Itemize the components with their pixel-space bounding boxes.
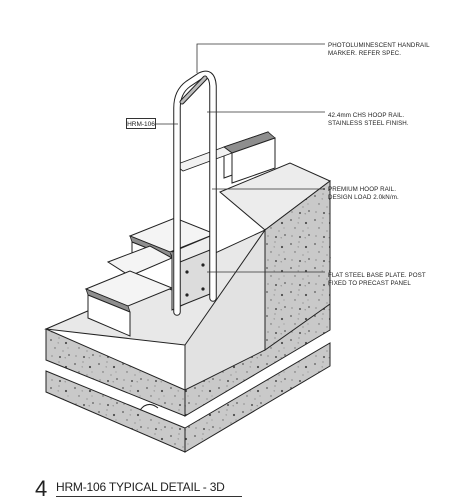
callout-base-plate: FLAT STEEL BASE PLATE. POST FIXED TO PRE… (328, 272, 426, 288)
callout-line: PHOTOLUMINESCENT HANDRAIL (328, 42, 430, 49)
reference-tag: HRM-106 (126, 118, 156, 129)
lower-precast-panel (45, 342, 331, 453)
callout-photoluminescent-marker: PHOTOLUMINESCENT HANDRAIL MARKER. REFER … (328, 42, 430, 58)
callout-line: FIXED TO PRECAST PANEL (328, 280, 411, 287)
callout-line: FLAT STEEL BASE PLATE. POST (328, 272, 426, 279)
top-step (174, 131, 276, 184)
leader-lines (156, 43, 325, 273)
hoop-handrail (173, 70, 217, 316)
callout-line: DESIGN LOAD 2.0kN/m. (328, 194, 399, 201)
detail-number: 4 (35, 476, 48, 501)
callout-line: PREMIUM HOOP RAIL. (328, 186, 397, 193)
callout-line: MARKER. REFER SPEC. (328, 50, 402, 57)
callout-premium-hoop-rail: PREMIUM HOOP RAIL. DESIGN LOAD 2.0kN/m. (328, 186, 399, 202)
callout-chs-hoop-rail: 42.4mm CHS HOOP RAIL. STAINLESS STEEL FI… (328, 112, 409, 128)
callout-line: STAINLESS STEEL FINISH. (328, 120, 409, 127)
detail-title: HRM-106 TYPICAL DETAIL - 3D (56, 480, 225, 494)
title-underline (56, 496, 242, 497)
callout-line: 42.4mm CHS HOOP RAIL. (328, 112, 405, 119)
upper-block (184, 162, 331, 391)
